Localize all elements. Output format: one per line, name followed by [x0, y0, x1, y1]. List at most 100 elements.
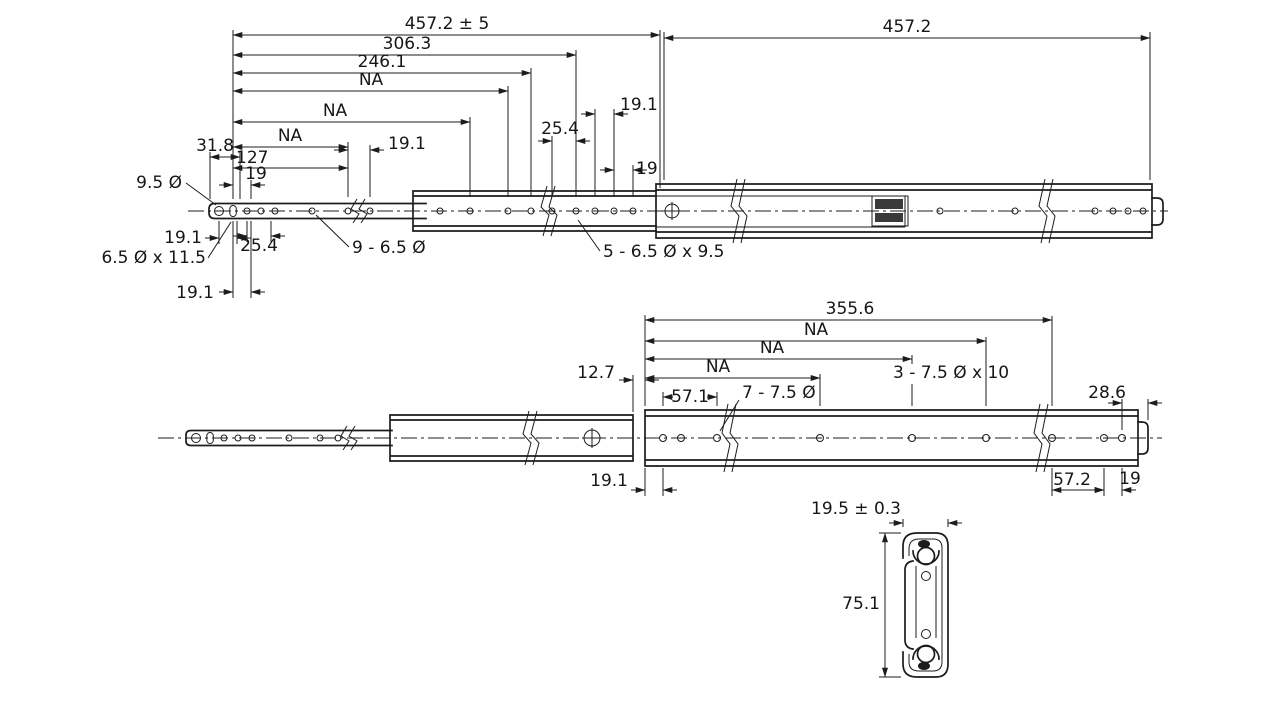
- mid-housing-cross: [582, 428, 602, 448]
- note-mid-7-holes: 7 - 7.5 Ø: [719, 383, 816, 432]
- note-top-9-5-label: 9.5 Ø: [136, 173, 182, 193]
- top-inner-holes: [243, 207, 374, 215]
- dim-top-na3-label: NA: [278, 126, 303, 146]
- top-outer-rail: [655, 183, 1153, 239]
- dim-mid-na1-label: NA: [804, 320, 829, 340]
- dim-mid-below-19-label: 19: [1119, 469, 1141, 489]
- section-hook-top: [918, 540, 930, 548]
- dim-top-306-3-label: 306.3: [383, 34, 432, 54]
- section-inner-member: [904, 560, 914, 650]
- top-outer-inner-lines: [656, 195, 906, 228]
- dim-top-19: 19: [219, 164, 267, 188]
- dim-top-na1-label: NA: [359, 70, 384, 90]
- note-top-slot-label: 6.5 Ø x 11.5: [101, 248, 206, 268]
- note-top-slot: 6.5 Ø x 11.5: [101, 221, 232, 268]
- section-roller-top: [921, 571, 931, 581]
- dim-top-19-right: 19: [600, 159, 658, 179]
- section-outer-inner-line: [908, 538, 943, 672]
- dim-top-19-1-mid-label: 19.1: [388, 134, 426, 154]
- dim-mid-na2-label: NA: [760, 338, 785, 358]
- note-top-9-holes-label: 9 - 6.5 Ø: [352, 238, 426, 258]
- section-outer-member: [902, 532, 949, 678]
- dim-top-306-3: 306.3: [232, 34, 577, 58]
- dim-mid-below-19: 19: [1090, 469, 1141, 493]
- dim-top-overall-right-label: 457.2: [883, 17, 932, 37]
- section-hook-bottom: [918, 662, 930, 670]
- dim-top-below-19-1-label: 19.1: [164, 228, 202, 248]
- dim-top-overall-right: 457.2: [663, 17, 1151, 41]
- mid-outer-rail: [644, 409, 1139, 467]
- dim-mid-below-57-2: 57.2: [1051, 470, 1105, 493]
- dim-mid-57-1-label: 57.1: [671, 387, 709, 407]
- dim-top-19-right-label: 19: [636, 159, 658, 179]
- dim-section-width-label: 19.5 ± 0.3: [811, 499, 901, 519]
- top-inner-break-mark: [350, 198, 368, 224]
- dim-mid-below-19-1: 19.1: [590, 471, 677, 493]
- top-latch-outline: [871, 195, 909, 227]
- mid-inner-holes: [220, 434, 342, 442]
- top-outer-end-tab: [1151, 197, 1164, 226]
- section-ball-top: [916, 546, 936, 566]
- dim-mid-na1: NA: [644, 320, 987, 344]
- dim-top-na2: NA: [232, 101, 471, 125]
- mid-outer-holes: [659, 434, 1127, 442]
- dim-top-overall-extended-label: 457.2 ± 5: [405, 14, 490, 34]
- note-top-5-holes-label: 5 - 6.5 Ø x 9.5: [603, 242, 724, 262]
- dim-section-height-label: 75.1: [842, 594, 880, 614]
- mid-inner-rail: [185, 429, 393, 447]
- dim-top-25-4-label: 25.4: [541, 119, 579, 139]
- dim-mid-355-6: 355.6: [644, 299, 1053, 323]
- top-latch-lower: [875, 213, 903, 222]
- top-latch-upper: [875, 199, 903, 209]
- dim-mid-28-6: 28.6: [1088, 383, 1162, 406]
- top-inner-end-hole: [214, 206, 224, 216]
- dim-top-31-8-label: 31.8: [196, 136, 234, 156]
- top-outer-holes: [936, 207, 1147, 215]
- note-mid-3-holes: 3 - 7.5 Ø x 10: [893, 363, 1009, 383]
- dim-top-below-19-1-b-label: 19.1: [176, 283, 214, 303]
- mid-housing: [389, 414, 634, 462]
- mid-housing-break-mark: [522, 410, 540, 466]
- dim-top-31-8: 31.8: [196, 136, 241, 160]
- mid-outer-break-mark-left: [721, 403, 739, 473]
- dim-top-127-label: 127: [236, 148, 268, 168]
- dim-top-below-19-1-b: 19.1: [176, 283, 265, 303]
- dim-top-19-label: 19: [245, 164, 267, 184]
- dim-top-below-25-4: 25.4: [233, 233, 285, 256]
- dim-mid-below-57-2-label: 57.2: [1053, 470, 1091, 490]
- top-retainer-cross: [663, 202, 681, 220]
- note-top-5-holes: 5 - 6.5 Ø x 9.5: [577, 219, 724, 262]
- dim-top-246-1-label: 246.1: [358, 52, 407, 72]
- dim-top-na1: NA: [232, 70, 509, 94]
- top-view: 457.2 ± 5 457.2 306.3 246.1 NA NA NA 31: [101, 14, 1168, 303]
- top-extension-lines: [209, 30, 1151, 298]
- section-ball-bottom: [916, 644, 936, 664]
- dim-top-25-4: 25.4: [538, 119, 590, 144]
- section-roller-bottom: [921, 629, 931, 639]
- section-view: 19.5 ± 0.3 75.1: [811, 499, 962, 678]
- top-middle-holes: [436, 207, 637, 215]
- dim-mid-355-6-label: 355.6: [826, 299, 875, 319]
- mid-inner-slot: [206, 432, 214, 444]
- dim-top-na3: NA: [232, 126, 349, 150]
- dim-top-below-19-1: 19.1: [164, 228, 251, 248]
- dim-mid-28-6-label: 28.6: [1088, 383, 1126, 403]
- dim-mid-na3: NA: [644, 357, 821, 381]
- top-inner-slot: [229, 205, 237, 217]
- note-mid-7-holes-label: 7 - 7.5 Ø: [742, 383, 816, 403]
- dim-top-below-25-4-label: 25.4: [240, 236, 278, 256]
- top-outer-break-mark-right: [1038, 178, 1056, 244]
- dim-top-na2-label: NA: [323, 101, 348, 121]
- dim-top-overall-extended: 457.2 ± 5: [232, 14, 661, 38]
- top-middle-rail: [412, 190, 657, 232]
- mid-inner-break-mark: [340, 425, 358, 451]
- dim-mid-12-7-label: 12.7: [577, 363, 615, 383]
- mid-outer-break-mark-right: [1033, 403, 1051, 473]
- dim-mid-below-19-1-label: 19.1: [590, 471, 628, 491]
- dim-section-width: 19.5 ± 0.3: [811, 499, 962, 526]
- top-inner-rail: [208, 202, 427, 220]
- mid-outer-end-tab: [1137, 421, 1149, 455]
- note-top-9-5: 9.5 Ø: [136, 173, 217, 206]
